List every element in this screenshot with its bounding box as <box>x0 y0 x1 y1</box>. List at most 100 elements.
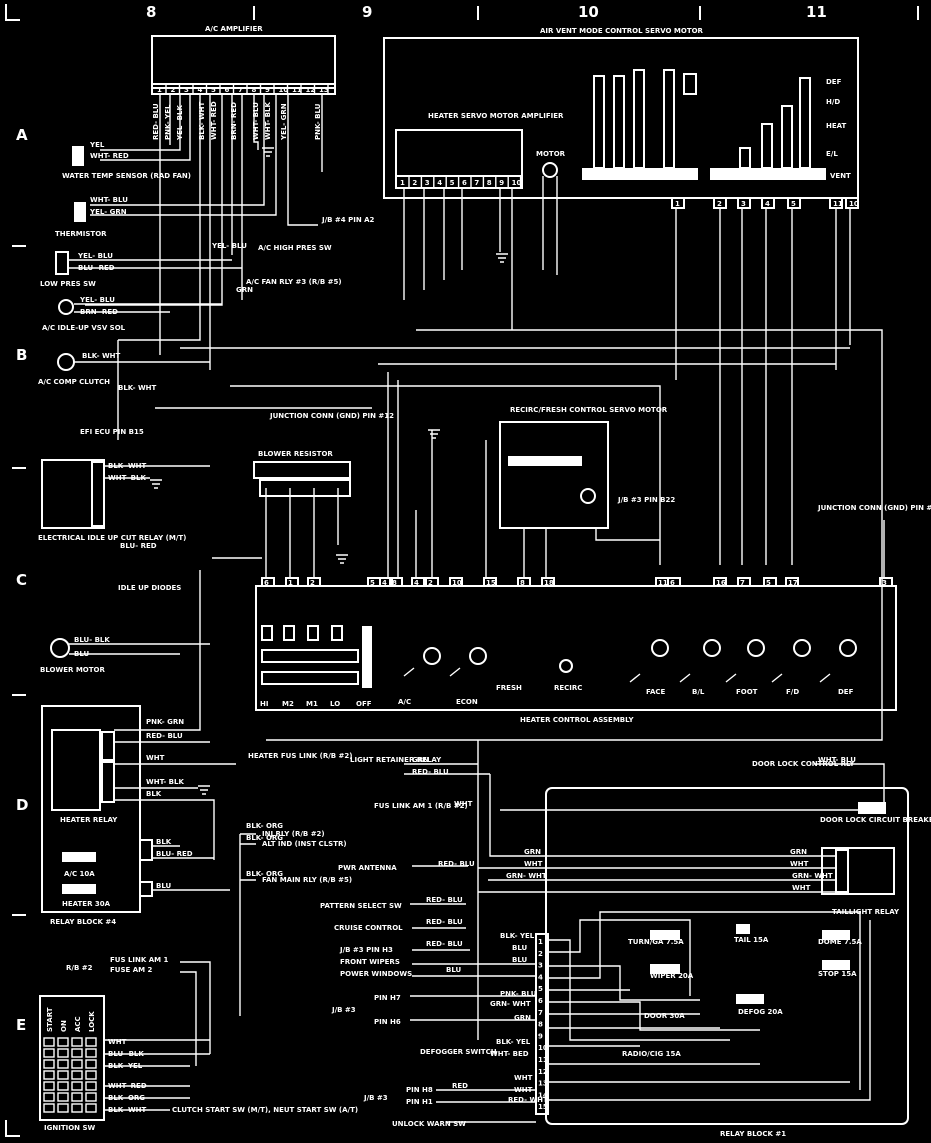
svg-text:HEATER 30A: HEATER 30A <box>62 900 111 908</box>
pin-number: 5 <box>791 200 796 208</box>
row-label: C <box>16 571 27 589</box>
svg-text:FRESH: FRESH <box>496 684 522 692</box>
svg-text:BLK- WHT: BLK- WHT <box>118 384 157 392</box>
ac-fan-relay: A/C FAN RLY #3 (R/B #5) GRN <box>236 278 342 294</box>
pin-number: 12 <box>538 1068 548 1076</box>
svg-text:E/L: E/L <box>826 150 838 158</box>
pin-number: 4 <box>414 579 419 587</box>
svg-text:A/C COMP CLUTCH: A/C COMP CLUTCH <box>38 378 110 386</box>
pin-number: 7 <box>474 179 479 187</box>
svg-text:WHT: WHT <box>146 754 165 762</box>
pin-number: 4 <box>382 579 387 587</box>
pin-number: 3 <box>741 200 746 208</box>
water-temp-sensor: WATER TEMP SENSOR (RAD FAN) YEL WHT- RED <box>62 141 191 180</box>
svg-text:HEATER SERVO MOTOR AMPLIFIER: HEATER SERVO MOTOR AMPLIFIER <box>428 112 564 120</box>
pin-number: 12 <box>306 86 316 94</box>
svg-text:RELAY BLOCK #4: RELAY BLOCK #4 <box>50 918 116 926</box>
svg-text:PIN H6: PIN H6 <box>374 1018 401 1026</box>
svg-text:BLK: BLK <box>156 838 172 846</box>
pin-number: 17 <box>788 579 798 587</box>
pin-number: 5 <box>538 985 543 993</box>
svg-text:RED- BLU: RED- BLU <box>146 732 183 740</box>
zone-label: 11 <box>806 3 827 21</box>
svg-text:H/D: H/D <box>826 98 840 106</box>
svg-text:INJ RLY (R/B #2): INJ RLY (R/B #2) <box>262 830 325 838</box>
pin-number: 6 <box>264 579 269 587</box>
ignition-switch-grid <box>43 1037 97 1113</box>
signal-buses <box>155 329 885 741</box>
svg-text:FUS LINK AM 1 (R/B #2): FUS LINK AM 1 (R/B #2) <box>374 802 468 810</box>
svg-text:DOOR 30A: DOOR 30A <box>644 1012 685 1020</box>
svg-text:BLK- ORG: BLK- ORG <box>246 834 283 842</box>
relay-block-4: HEATER RELAY A/C 10A HEATER 30A RELAY BL… <box>41 570 236 926</box>
svg-text:WHT: WHT <box>524 860 543 868</box>
svg-text:OFF: OFF <box>356 700 372 708</box>
pin-number: 8 <box>538 1021 543 1029</box>
svg-text:WHT: WHT <box>514 1074 533 1082</box>
pin-number: 9 <box>538 1032 543 1040</box>
pin-number: 4 <box>765 200 770 208</box>
svg-text:J/B #3 PIN B22: J/B #3 PIN B22 <box>617 496 675 504</box>
pin-number: 1 <box>538 938 543 946</box>
svg-text:WHT: WHT <box>792 884 811 892</box>
svg-text:CRUISE CONTROL: CRUISE CONTROL <box>334 924 403 932</box>
row-label: A <box>16 126 28 144</box>
svg-text:J/B #3: J/B #3 <box>331 1006 356 1014</box>
pin-number: 1 <box>675 200 680 208</box>
junction-conn-6: JUNCTION CONN (GND) PIN #6 <box>817 504 931 512</box>
svg-text:JUNCTION CONN (GND) PIN #12: JUNCTION CONN (GND) PIN #12 <box>269 412 394 420</box>
svg-text:A/C: A/C <box>398 698 411 706</box>
svg-text:WHT- BLU: WHT- BLU <box>90 196 128 204</box>
pin-number: 3 <box>184 86 189 94</box>
pin-number: 5 <box>370 579 375 587</box>
svg-text:YEL: YEL <box>89 141 105 149</box>
svg-text:AIR VENT MODE CONTROL SERVO MO: AIR VENT MODE CONTROL SERVO MOTOR <box>540 27 704 35</box>
svg-text:WHT: WHT <box>108 1038 127 1046</box>
pin-number: 15 <box>538 1103 548 1111</box>
svg-text:HI: HI <box>260 700 268 708</box>
ac-amplifier-label: A/C AMPLIFIER <box>205 25 263 33</box>
ignition-position: LOCK <box>88 1011 96 1032</box>
pin-number: 5 <box>450 179 455 187</box>
pin-number: 3 <box>425 179 430 187</box>
svg-text:CLUTCH START SW (M/T), NEUT ST: CLUTCH START SW (M/T), NEUT START SW (A/… <box>172 1106 358 1114</box>
svg-text:POWER WINDOWS: POWER WINDOWS <box>340 970 412 978</box>
svg-text:HEATER FUS LINK (R/B #2): HEATER FUS LINK (R/B #2) <box>248 752 352 760</box>
svg-text:RED- BLU: RED- BLU <box>412 768 449 776</box>
svg-text:MOTOR: MOTOR <box>536 150 566 158</box>
door-lock-control-relay: DOOR LOCK CONTROL RLY WHT- BLU <box>752 756 885 808</box>
svg-text:WHT: WHT <box>790 860 809 868</box>
wire-color: WHT- BLU <box>252 102 260 140</box>
svg-text:FUSE AM 2: FUSE AM 2 <box>110 966 153 974</box>
svg-text:ECON: ECON <box>456 698 478 706</box>
light-retainer-relay: LIGHT RETAINER RELAY GRN RED- BLU <box>350 756 490 776</box>
pin-number: 13 <box>538 1080 548 1088</box>
svg-text:WIPER 20A: WIPER 20A <box>650 972 694 980</box>
wire-color: BLK- WHT <box>198 101 206 140</box>
svg-text:TAILLIGHT RELAY: TAILLIGHT RELAY <box>832 908 900 916</box>
svg-text:GRN: GRN <box>524 848 541 856</box>
pin-number: 3 <box>882 579 887 587</box>
svg-text:DEF: DEF <box>826 78 842 86</box>
svg-text:RECIRC/FRESH CONTROL SERVO MOT: RECIRC/FRESH CONTROL SERVO MOTOR <box>510 406 668 414</box>
svg-text:FRONT WIPERS: FRONT WIPERS <box>340 958 400 966</box>
svg-text:RED- BLU: RED- BLU <box>426 896 463 904</box>
svg-text:BLOWER MOTOR: BLOWER MOTOR <box>40 666 105 674</box>
svg-text:R/B #2: R/B #2 <box>66 964 93 972</box>
efi-ecu-pin: EFI ECU PIN B15 BLK- WHT <box>80 384 157 436</box>
svg-text:GRN: GRN <box>514 1014 531 1022</box>
pin-number: 2 <box>310 579 315 587</box>
defogger-switch: DEFOGGER SWITCH <box>420 1048 497 1056</box>
svg-text:TAIL 15A: TAIL 15A <box>734 936 769 944</box>
idle-up-vsv: A/C IDLE-UP VSV SOL YEL- BLU BRN- RED <box>42 296 222 332</box>
svg-text:FOOT: FOOT <box>736 688 758 696</box>
svg-text:BLK- YEL: BLK- YEL <box>500 932 535 940</box>
svg-text:VENT: VENT <box>830 172 851 180</box>
unlock-warn-switch: UNLOCK WARN SW <box>392 1120 536 1128</box>
door-lock-circuit-breaker: DOOR LOCK CIRCUIT BREAKER <box>820 802 931 824</box>
pin-number: 4 <box>198 86 203 94</box>
svg-text:J/B #3: J/B #3 <box>363 1094 388 1102</box>
